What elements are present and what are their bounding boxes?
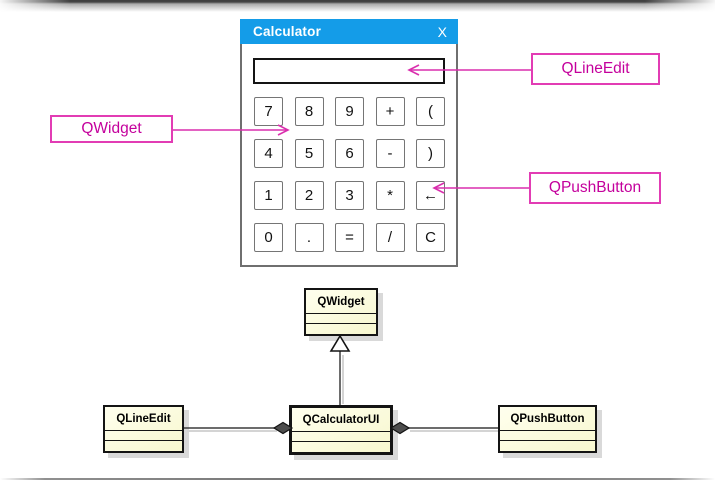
- uml-methods-compartment: [292, 442, 390, 452]
- uml-class-qlineedit: QLineEdit: [103, 405, 184, 453]
- calculator-titlebar[interactable]: Calculator X: [240, 19, 458, 44]
- calc-button-1[interactable]: 1: [254, 181, 283, 210]
- uml-attributes-compartment: [292, 432, 390, 442]
- uml-class-name: QCalculatorUI: [292, 408, 390, 432]
- calc-button-equals[interactable]: =: [335, 223, 364, 252]
- uml-attributes-compartment: [306, 314, 376, 324]
- window-title: Calculator: [253, 24, 322, 39]
- calc-button-backspace[interactable]: ←: [416, 181, 445, 210]
- uml-methods-compartment: [306, 324, 376, 334]
- uml-methods-compartment: [500, 441, 595, 451]
- calc-button-6[interactable]: 6: [335, 139, 364, 168]
- uml-class-name: QLineEdit: [105, 407, 182, 431]
- calc-button-4[interactable]: 4: [254, 139, 283, 168]
- calc-button-0[interactable]: 0: [254, 223, 283, 252]
- uml-class-name: QWidget: [306, 290, 376, 314]
- calc-button-dot[interactable]: .: [294, 223, 324, 252]
- calc-button-clear[interactable]: C: [416, 223, 445, 252]
- inheritance-triangle: [329, 334, 351, 352]
- calc-button-close-paren[interactable]: ): [416, 139, 445, 168]
- calc-button-3[interactable]: 3: [335, 181, 364, 210]
- uml-attributes-compartment: [105, 431, 182, 441]
- calc-button-7[interactable]: 7: [254, 97, 283, 126]
- uml-class-qwidget: QWidget: [304, 288, 378, 336]
- qlineedit-callout-label: QLineEdit: [531, 53, 660, 85]
- slide-bottom-border: [0, 478, 715, 480]
- qwidget-callout-label: QWidget: [50, 115, 173, 143]
- calc-button-5[interactable]: 5: [294, 139, 324, 168]
- uml-attributes-compartment: [500, 431, 595, 441]
- calc-button-8[interactable]: 8: [294, 97, 324, 126]
- calculator-display-input[interactable]: [253, 58, 445, 84]
- slide-top-border: [0, 0, 715, 12]
- uml-methods-compartment: [105, 441, 182, 451]
- composition-diamond-right: [389, 421, 411, 435]
- calc-button-plus[interactable]: +: [375, 97, 405, 126]
- calc-button-minus[interactable]: -: [375, 139, 405, 168]
- calc-button-open-paren[interactable]: (: [416, 97, 445, 126]
- calculator-button-grid: 7 8 9 + ( 4 5 6 - ) 1 2 3 * ← 0 . = / C: [254, 97, 445, 252]
- uml-class-name: QPushButton: [500, 407, 595, 431]
- uml-class-qpushbutton: QPushButton: [498, 405, 597, 453]
- calc-button-9[interactable]: 9: [335, 97, 364, 126]
- calc-button-2[interactable]: 2: [294, 181, 324, 210]
- calc-button-divide[interactable]: /: [375, 223, 405, 252]
- qpushbutton-callout-label: QPushButton: [529, 172, 661, 204]
- close-button[interactable]: X: [437, 23, 447, 40]
- calc-button-multiply[interactable]: *: [375, 181, 405, 210]
- uml-class-qcalculatorui: QCalculatorUI: [289, 405, 393, 455]
